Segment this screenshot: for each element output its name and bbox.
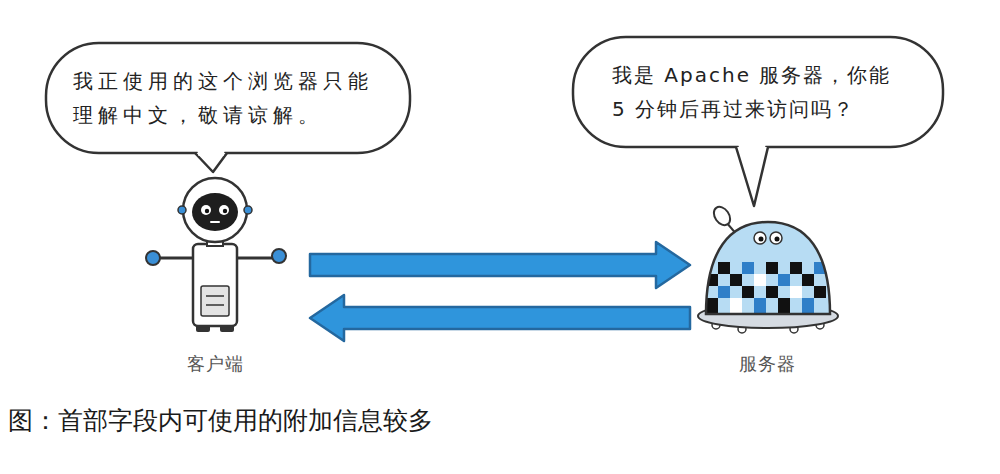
flow-arrow bbox=[310, 242, 690, 288]
robot-panel-line bbox=[206, 304, 224, 306]
robot-hand bbox=[272, 249, 286, 263]
speech-bubble: 我正使用的这个浏览器只能 理解中文，敬请谅解。 bbox=[45, 42, 411, 154]
robot-panel-line bbox=[206, 295, 224, 297]
node-label: 客户端 bbox=[187, 353, 244, 375]
robot-hand bbox=[146, 251, 160, 265]
server-robot bbox=[698, 204, 838, 333]
speech-bubble: 我是 Apache 服务器，你能 5 分钟后再过来访问吗？ bbox=[572, 36, 944, 148]
checker-square bbox=[802, 298, 814, 314]
robot-eye bbox=[754, 232, 766, 244]
checker-pattern bbox=[706, 262, 826, 314]
robot-ear bbox=[244, 206, 252, 214]
antenna-dish bbox=[711, 204, 734, 228]
robot-face bbox=[192, 193, 238, 231]
flow-arrow bbox=[310, 295, 690, 341]
node-label: 服务器 bbox=[739, 353, 796, 375]
checker-square bbox=[754, 274, 766, 286]
checker-square bbox=[706, 298, 718, 314]
bubble-outline bbox=[45, 42, 411, 154]
robot-pupil bbox=[205, 209, 209, 213]
checker-square bbox=[742, 262, 754, 274]
robot-eye bbox=[201, 205, 211, 215]
speech-text: 我正使用的这个浏览器只能 理解中文，敬请谅解。 bbox=[73, 64, 383, 132]
robot-node: 服务器 bbox=[690, 178, 844, 375]
robot-mouth bbox=[211, 221, 219, 223]
checker-square bbox=[778, 274, 790, 286]
robot-node: 客户端 bbox=[120, 168, 310, 375]
robot-eye bbox=[770, 232, 782, 244]
robot-ear bbox=[178, 206, 186, 214]
speech-text: 我是 Apache 服务器，你能 5 分钟后再过来访问吗？ bbox=[612, 58, 904, 126]
bubble-body bbox=[573, 37, 943, 147]
bubble-seam bbox=[197, 149, 225, 156]
checker-square bbox=[790, 286, 802, 298]
checker-square bbox=[802, 274, 814, 286]
robot-eye bbox=[219, 205, 229, 215]
robot-pupil bbox=[759, 237, 764, 242]
checker-square bbox=[778, 298, 790, 314]
bubble-outline bbox=[572, 36, 944, 148]
checker-square bbox=[754, 298, 766, 314]
robot-pupil bbox=[775, 237, 780, 242]
robot-pupil bbox=[223, 209, 227, 213]
checker-square bbox=[814, 286, 826, 298]
checker-square bbox=[790, 262, 802, 274]
checker-square bbox=[766, 262, 778, 274]
bubble-tail bbox=[736, 147, 768, 206]
checker-square bbox=[766, 286, 778, 298]
robot-dome bbox=[706, 222, 830, 314]
robot-head bbox=[183, 178, 247, 242]
figure-caption: 图：首部字段内可使用的附加信息较多 bbox=[8, 404, 433, 437]
robot-body bbox=[193, 244, 237, 326]
checker-square bbox=[730, 274, 742, 286]
bubble-body bbox=[46, 43, 410, 153]
checker-square bbox=[742, 286, 754, 298]
checker-square bbox=[718, 262, 730, 274]
robot-panel bbox=[201, 286, 229, 316]
bubble-seam bbox=[738, 143, 766, 150]
robot-dome-outline bbox=[706, 222, 830, 314]
client-robot bbox=[146, 178, 286, 332]
checker-square bbox=[730, 298, 742, 314]
checker-square bbox=[718, 286, 730, 298]
